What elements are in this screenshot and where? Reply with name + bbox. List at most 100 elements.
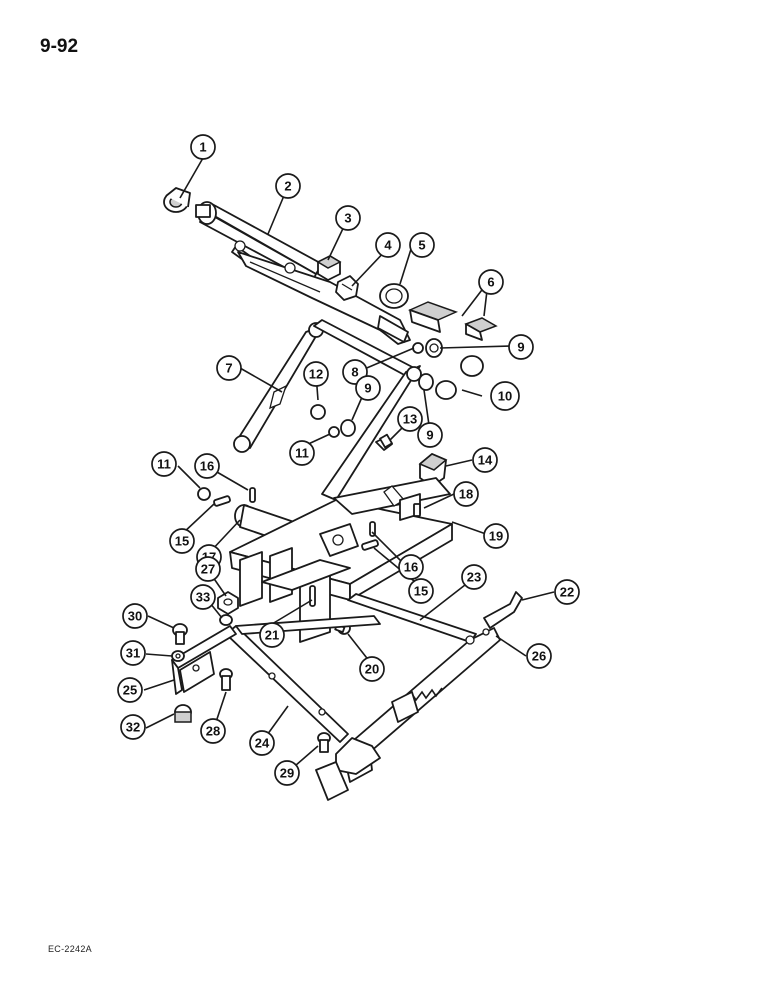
callout: 2 xyxy=(275,173,301,199)
svg-text:10: 10 xyxy=(498,389,512,404)
part-14-bracket xyxy=(418,453,448,487)
callout: 28 xyxy=(200,718,226,744)
figure-code: EC-2242A xyxy=(48,944,92,954)
part-16-pin-a xyxy=(249,487,256,503)
part-15-pin-a xyxy=(213,495,231,507)
part-25-left-rail xyxy=(171,625,237,695)
svg-text:16: 16 xyxy=(200,459,214,474)
callout: 30 xyxy=(122,603,148,629)
callout: 15 xyxy=(408,578,434,604)
part-18-bolt xyxy=(413,503,421,517)
svg-text:16: 16 xyxy=(404,560,418,575)
part-23-rail xyxy=(347,593,477,643)
svg-text:1: 1 xyxy=(199,140,206,155)
svg-text:27: 27 xyxy=(201,562,215,577)
svg-text:4: 4 xyxy=(384,238,392,253)
part-1-end-cap xyxy=(163,187,191,213)
svg-text:11: 11 xyxy=(295,446,309,461)
svg-text:23: 23 xyxy=(467,570,481,585)
page-number: 9-92 xyxy=(40,36,79,57)
svg-text:9: 9 xyxy=(517,340,524,355)
svg-text:15: 15 xyxy=(414,584,428,599)
callout: 24 xyxy=(249,730,275,756)
part-12-nut xyxy=(310,404,326,420)
svg-text:32: 32 xyxy=(126,720,140,735)
callout: 15 xyxy=(169,528,195,554)
callout: 20 xyxy=(359,656,385,682)
callout: 16 xyxy=(194,453,220,479)
part-29-screw xyxy=(317,732,331,753)
svg-text:5: 5 xyxy=(418,238,425,253)
part-15-pin-b xyxy=(361,539,379,551)
part-28-screw xyxy=(219,668,233,691)
part-4-clip xyxy=(335,275,359,301)
svg-text:14: 14 xyxy=(478,453,493,468)
callout: 25 xyxy=(117,677,143,703)
callout: 26 xyxy=(526,643,552,669)
callout: 10 xyxy=(490,381,520,411)
callout: 27 xyxy=(195,556,221,582)
callout: 12 xyxy=(303,361,329,387)
part-7-link-arm xyxy=(233,322,324,453)
svg-text:15: 15 xyxy=(175,534,189,549)
callout: 11 xyxy=(289,440,315,466)
callout: 13 xyxy=(397,406,423,432)
svg-text:6: 6 xyxy=(487,275,494,290)
part-9-bushing-low xyxy=(340,419,356,437)
svg-text:19: 19 xyxy=(489,529,503,544)
callout: 1 xyxy=(190,134,216,160)
svg-text:13: 13 xyxy=(403,412,417,427)
svg-text:20: 20 xyxy=(365,662,379,677)
svg-text:25: 25 xyxy=(123,683,137,698)
callout: 3 xyxy=(335,205,361,231)
part-5-bushing xyxy=(379,283,409,309)
callout: 9 xyxy=(417,422,443,448)
part-31-washer xyxy=(171,650,185,662)
svg-text:28: 28 xyxy=(206,724,220,739)
svg-text:9: 9 xyxy=(426,428,433,443)
callout: 29 xyxy=(274,760,300,786)
callout: 16 xyxy=(398,554,424,580)
callout: 9 xyxy=(355,375,381,401)
part-8-washer xyxy=(412,342,424,354)
callout: 14 xyxy=(472,447,498,473)
svg-text:2: 2 xyxy=(284,179,291,194)
svg-text:24: 24 xyxy=(255,736,270,751)
callout: 6 xyxy=(478,269,504,295)
part-27-nut xyxy=(217,591,239,615)
svg-text:26: 26 xyxy=(532,649,546,664)
callout: 22 xyxy=(554,579,580,605)
callout: 33 xyxy=(190,584,216,610)
part-32-plug xyxy=(174,704,192,723)
svg-text:12: 12 xyxy=(309,367,323,382)
part-30-bolt xyxy=(172,623,188,645)
callout: 11 xyxy=(151,451,177,477)
svg-text:3: 3 xyxy=(344,211,351,226)
callout: 9 xyxy=(508,334,534,360)
svg-text:7: 7 xyxy=(225,361,232,376)
callout: 4 xyxy=(375,232,401,258)
part-9-bushing-mid xyxy=(418,373,434,391)
part-21-pin xyxy=(309,585,316,607)
svg-text:21: 21 xyxy=(265,628,279,643)
callouts: 1 2 3 4 5 6 7 8 9 10 12 9 9 13 11 14 11 … xyxy=(117,134,580,786)
svg-text:22: 22 xyxy=(560,585,574,600)
svg-text:30: 30 xyxy=(128,609,142,624)
part-10-bushing xyxy=(435,355,484,400)
callout: 23 xyxy=(461,564,487,590)
callout: 32 xyxy=(120,714,146,740)
callout: 19 xyxy=(483,523,509,549)
part-16-pin-b xyxy=(369,521,376,537)
svg-text:18: 18 xyxy=(459,487,473,502)
svg-text:33: 33 xyxy=(196,590,210,605)
part-13-bolt xyxy=(375,433,393,451)
svg-text:31: 31 xyxy=(126,646,140,661)
callout: 21 xyxy=(259,622,285,648)
part-33-washer xyxy=(219,614,233,626)
callout: 31 xyxy=(120,640,146,666)
part-6-pads xyxy=(407,301,498,341)
part-11-washer-a xyxy=(328,426,340,438)
spring-handle xyxy=(315,687,443,801)
svg-text:9: 9 xyxy=(364,381,371,396)
svg-text:29: 29 xyxy=(280,766,294,781)
